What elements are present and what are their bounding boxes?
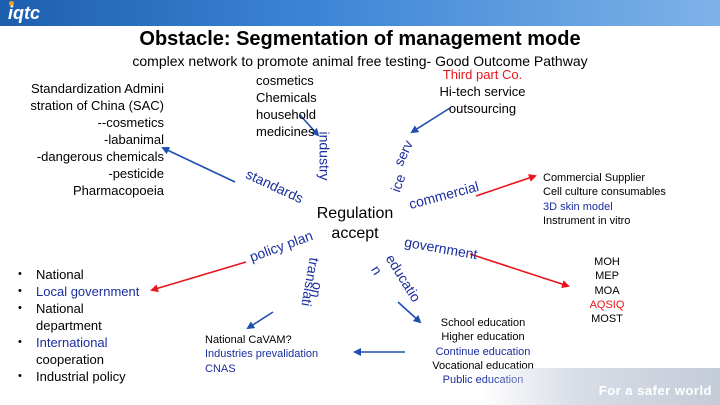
arrow-to-bottom-center	[246, 311, 274, 330]
page-subtitle: complex network to promote animal free t…	[132, 53, 588, 69]
bullet-text: Local government	[36, 284, 140, 299]
arrow-from-top-right	[410, 107, 451, 134]
bullet-item: department	[18, 317, 139, 334]
left-block-line: Pharmacopoeia	[72, 183, 164, 198]
bullet-item: • International	[18, 334, 139, 351]
bottom-center-block: National CaVAM? Industries prevalidation…	[205, 333, 318, 376]
arrow-to-top-center	[299, 114, 320, 137]
bullet-text: National	[36, 267, 84, 282]
page-title: Obstacle: Segmentation of management mod…	[139, 28, 581, 50]
hub-line: accept	[331, 225, 379, 242]
bottom-center-line: National CaVAM?	[205, 334, 292, 346]
bullet-item: • National	[18, 300, 139, 317]
left-block-line: --cosmetics	[97, 115, 164, 130]
top-right-block: Third part Co. Hi-tech service outsourci…	[425, 66, 540, 117]
bullet-text: International	[36, 335, 108, 350]
top-center-block: cosmetics Chemicals household medicines	[256, 72, 317, 140]
top-right-line: Third part Co.	[442, 67, 523, 82]
right-block-line: 3D skin model	[543, 200, 613, 213]
top-right-line: outsourcing	[448, 101, 517, 116]
on-fragment: on	[307, 280, 327, 300]
right-block: Commercial Supplier Cell culture consuma…	[543, 171, 666, 228]
bullet-text: National	[36, 301, 84, 316]
left-block-line: -pesticide	[108, 166, 164, 181]
regulation-hub: Regulation accept	[300, 188, 410, 260]
bullet-dot-icon: •	[18, 268, 22, 280]
arrow-to-policy	[150, 261, 247, 293]
top-center-line: cosmetics	[256, 73, 314, 88]
arrow-to-right-block	[475, 174, 537, 197]
arrow-to-top-right	[0, 0, 365, 18]
bottom-center-line: CNAS	[205, 362, 236, 375]
top-right-line: Hi-tech service	[439, 84, 526, 99]
hub-line: Regulation	[316, 205, 394, 222]
far-right-line: MOST	[591, 313, 623, 326]
bullet-item: • Local government	[18, 283, 139, 300]
bullet-dot-icon: •	[18, 336, 22, 348]
top-center-line: Chemicals	[256, 90, 317, 105]
top-center-line: household	[256, 107, 316, 122]
left-block-line: stration of China (SAC)	[30, 98, 164, 113]
bullet-dot-icon: •	[18, 370, 22, 382]
bullet-text: department	[36, 318, 102, 333]
right-block-line: Commercial Supplier	[543, 172, 646, 184]
left-block-line: -dangerous chemicals	[36, 149, 164, 164]
bottom-right-line: Continue education	[435, 345, 531, 358]
far-right-line: MOA	[594, 284, 620, 297]
left-block-line: -labanimal	[104, 132, 164, 147]
arrow-to-left-block	[161, 146, 236, 183]
far-right-block: MOH MEP MOA AQSIQ MOST	[582, 255, 632, 326]
bullet-text: cooperation	[36, 352, 104, 367]
top-center-line: medicines	[256, 124, 315, 139]
bullet-dot-icon: •	[18, 285, 22, 297]
iqtc-logo: iqtc	[8, 3, 41, 23]
policy-bullet-list: • National • Local government • National de…	[18, 266, 139, 385]
bullet-item: cooperation	[18, 351, 139, 368]
far-right-line: MOH	[594, 256, 620, 268]
logo-dot-icon	[9, 1, 14, 6]
bullet-item: • Industrial policy	[18, 368, 139, 385]
top-banner: iqtc	[0, 0, 720, 26]
arrow-to-bottom-right	[397, 301, 422, 324]
bullet-dot-icon: •	[18, 302, 22, 314]
bullet-text: Industrial policy	[36, 369, 126, 384]
bottom-right-line: School education	[440, 317, 526, 329]
bullet-item: • National	[18, 266, 139, 283]
arrow-to-far-right	[469, 253, 570, 288]
right-block-line: Instrument in vitro	[543, 214, 631, 227]
footer-band	[480, 368, 720, 405]
bottom-center-line: Industries prevalidation	[205, 348, 319, 361]
left-block: Standardization Admini stration of China…	[4, 80, 164, 199]
bottom-right-line: Higher education	[441, 331, 525, 344]
left-block-line: Standardization Admini	[31, 81, 164, 96]
far-right-line: AQSIQ	[589, 298, 625, 311]
right-block-line: Cell culture consumables	[543, 186, 666, 199]
footer-slogan: For a safer world	[598, 383, 712, 398]
industry-fragment: industry	[316, 131, 333, 181]
hub-text: Regulation accept	[300, 204, 410, 244]
far-right-line: MEP	[595, 270, 619, 283]
